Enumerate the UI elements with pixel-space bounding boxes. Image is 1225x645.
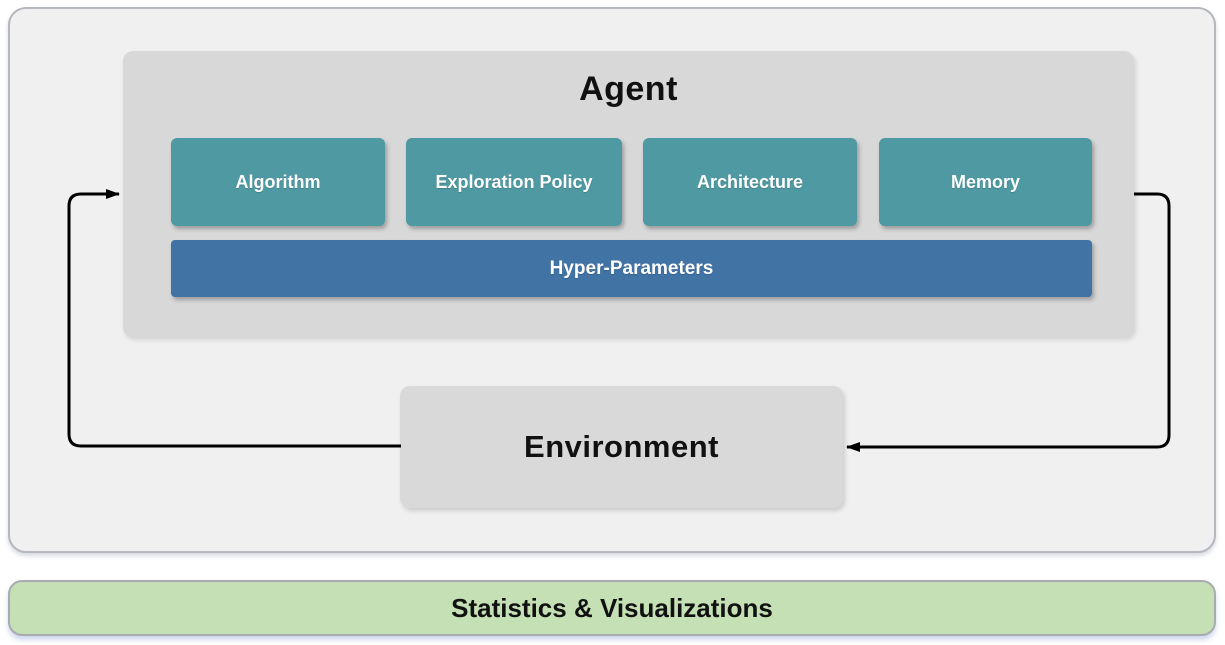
algorithm-box: Algorithm	[171, 138, 385, 226]
environment-box: Environment	[400, 386, 843, 508]
memory-box: Memory	[879, 138, 1092, 226]
agent-title: Agent	[579, 70, 678, 108]
statistics-visualizations-label: Statistics & Visualizations	[451, 592, 773, 623]
environment-label: Environment	[524, 429, 719, 464]
exploration-policy-label: Exploration Policy	[435, 171, 593, 192]
statistics-visualizations-bar: Statistics & Visualizations	[8, 580, 1216, 636]
algorithm-label: Algorithm	[235, 171, 321, 192]
hyper-parameters-bar: Hyper-Parameters	[171, 240, 1092, 297]
architecture-label: Architecture	[696, 171, 804, 192]
architecture-box: Architecture	[643, 138, 857, 226]
exploration-policy-box: Exploration Policy	[406, 138, 622, 226]
memory-label: Memory	[950, 171, 1021, 192]
hyper-parameters-label: Hyper-Parameters	[549, 257, 714, 279]
